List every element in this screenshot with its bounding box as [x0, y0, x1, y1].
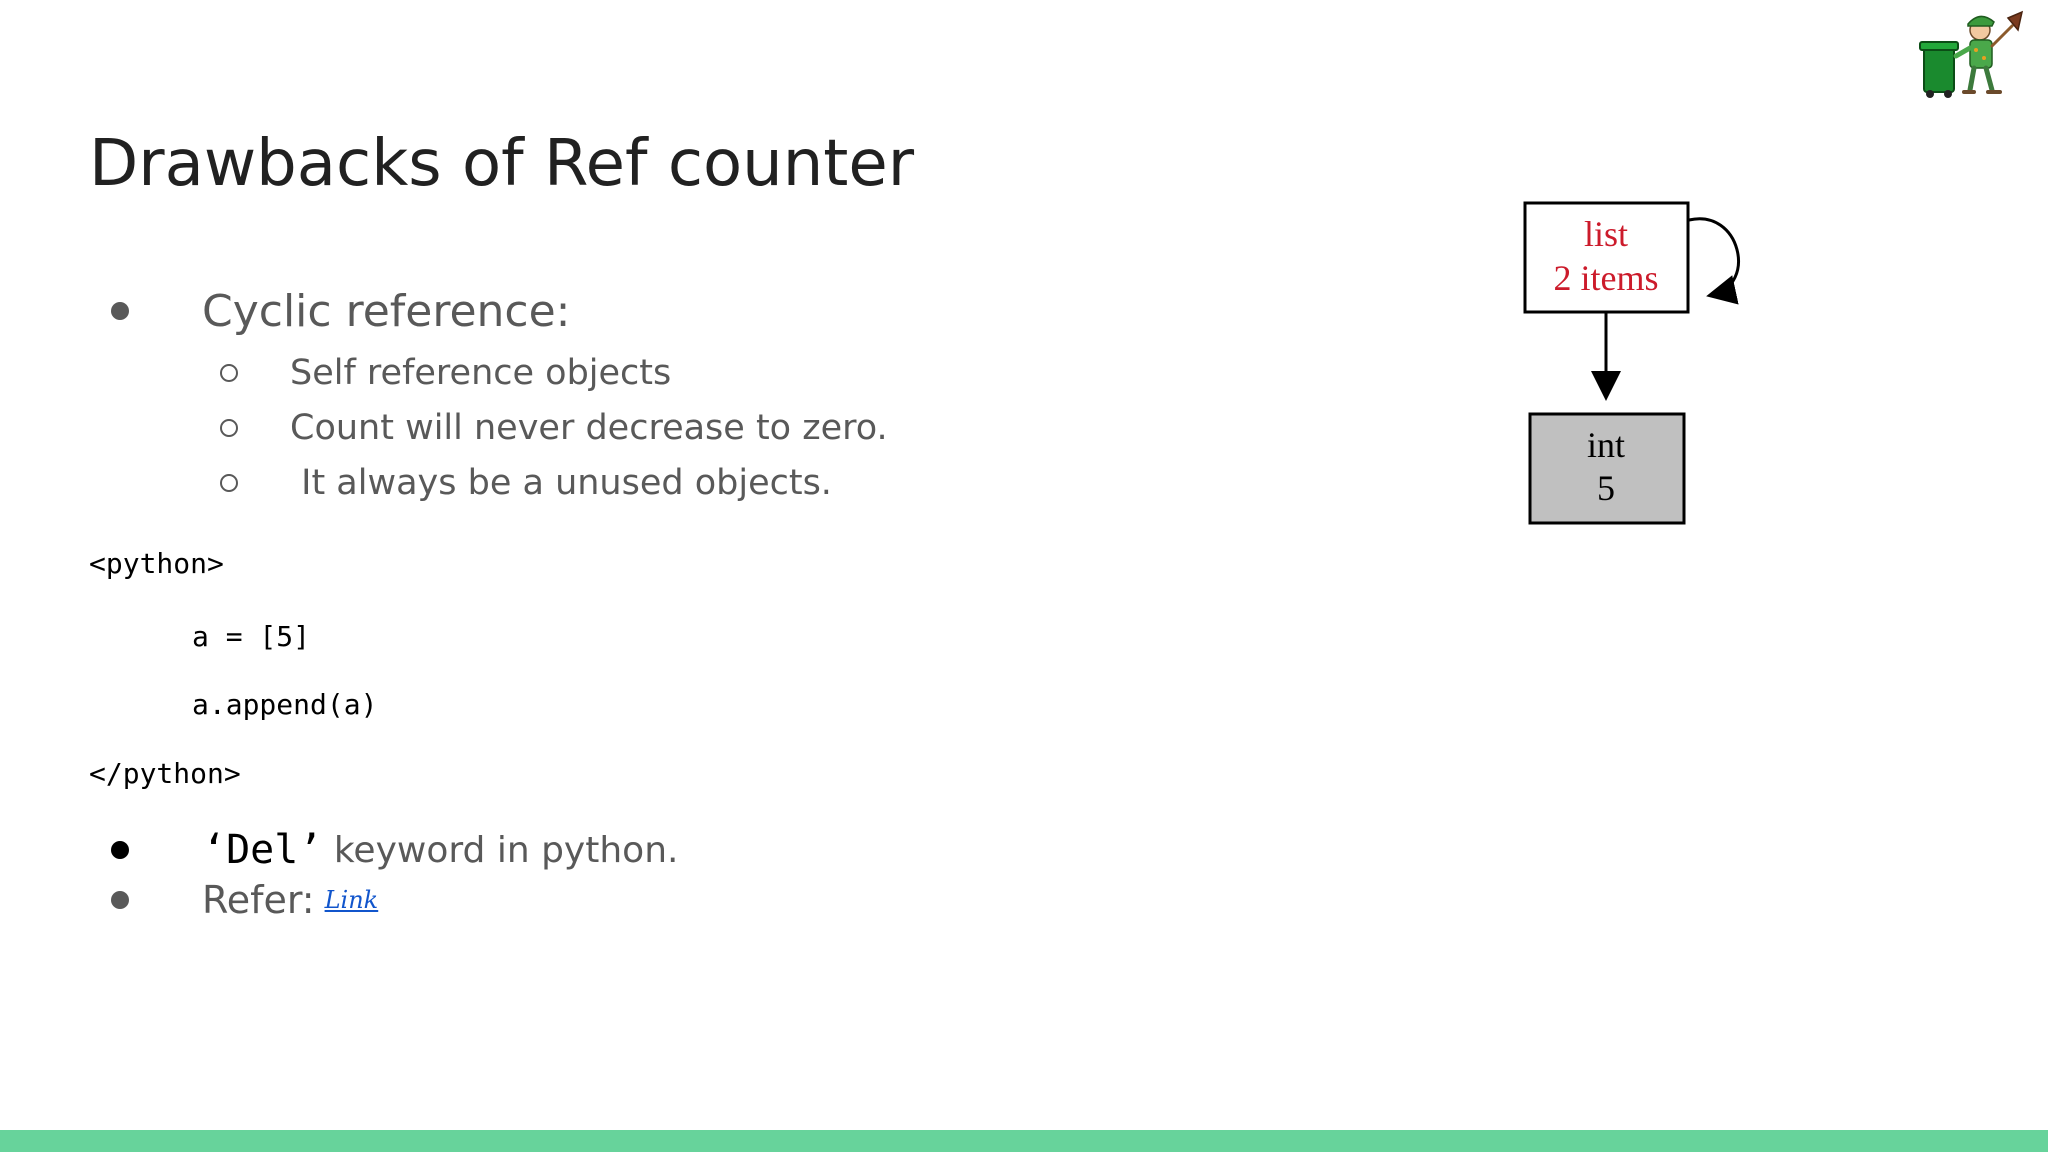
bullet-text: Cyclic reference:: [202, 285, 571, 337]
bullet-dot-icon: [111, 841, 129, 859]
bullet-dot-icon: [111, 891, 129, 909]
sub-bullet-text: Count will never decrease to zero.: [290, 408, 888, 448]
sub-bullet-unused-objects: It always be a unused objects.: [220, 458, 832, 508]
list-node-box: [1523, 201, 1690, 314]
code-close-tag: </python>: [89, 757, 241, 790]
refer-link[interactable]: Link: [324, 886, 379, 914]
sub-bullet-text: It always be a unused objects.: [290, 463, 832, 503]
code-line-2: a.append(a): [192, 688, 378, 721]
bullet-ring-icon: [220, 364, 238, 382]
int-node-value: 5: [1597, 468, 1615, 508]
cyclic-reference-diagram: list 2 items int 5: [1523, 201, 1740, 525]
del-keyword-code: ‘Del’: [202, 827, 323, 873]
bullet-ring-icon: [220, 419, 238, 437]
code-line-1: a = [5]: [192, 620, 311, 653]
bullet-dot-icon: [111, 302, 129, 320]
bottom-accent-bar: [0, 1130, 2048, 1152]
bullet-cyclic-reference: Cyclic reference:: [111, 281, 571, 341]
sub-bullet-count-never-zero: Count will never decrease to zero.: [220, 403, 888, 453]
list-node-label: list: [1584, 214, 1628, 254]
bullet-del-keyword: ‘Del’ keyword in python.: [111, 820, 678, 880]
code-open-tag: <python>: [89, 547, 224, 580]
self-reference-arrow: [1688, 217, 1740, 305]
list-node-items: 2 items: [1554, 258, 1659, 298]
int-node-box: [1528, 412, 1686, 525]
refer-label: Refer:: [202, 878, 315, 922]
bullet-ring-icon: [220, 474, 238, 492]
sub-bullet-self-reference: Self reference objects: [220, 348, 671, 398]
slide-title: Drawbacks of Ref counter: [89, 127, 915, 201]
garbage-collector-mascot-icon: [1919, 10, 2024, 98]
bullet-refer: Refer: Link: [111, 870, 378, 930]
del-keyword-text: keyword in python.: [322, 829, 679, 871]
sub-bullet-text: Self reference objects: [290, 353, 672, 393]
int-node-label: int: [1587, 425, 1625, 465]
